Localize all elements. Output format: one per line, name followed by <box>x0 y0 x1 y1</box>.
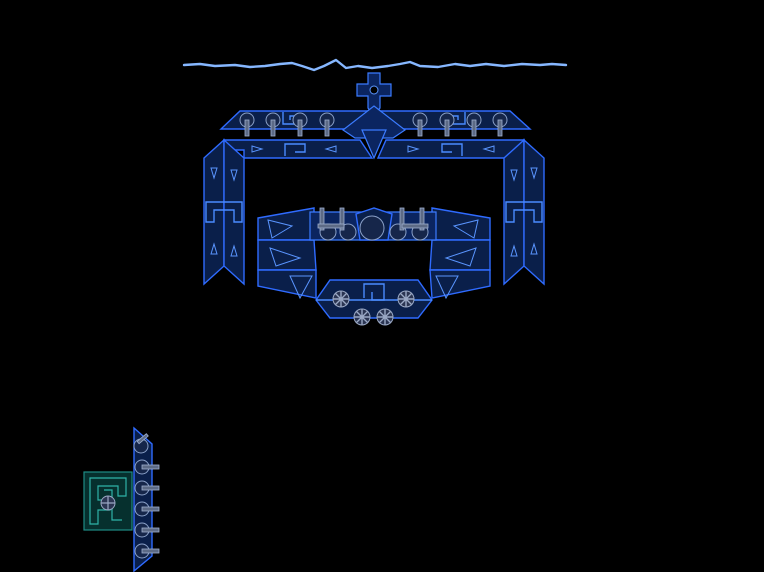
turret-icon <box>134 459 160 475</box>
gears <box>332 290 415 326</box>
left-pillar <box>203 138 245 286</box>
gear-icon <box>353 308 371 326</box>
turret-icon <box>133 433 149 454</box>
player-station[interactable] <box>83 471 133 531</box>
turret-icon <box>439 112 455 137</box>
turret-icon <box>492 112 508 137</box>
right-pillar <box>503 138 545 286</box>
turret-icon <box>239 112 255 137</box>
turret-icon <box>292 112 308 137</box>
turret-icon <box>412 112 428 137</box>
turret-icon <box>134 480 160 496</box>
core-left-wing <box>257 207 317 300</box>
gear-icon <box>376 308 394 326</box>
turret-icon <box>466 112 482 137</box>
turret-icon <box>134 501 160 517</box>
gear-icon <box>397 290 415 308</box>
turret-icon <box>134 522 160 538</box>
top-turrets <box>239 112 508 137</box>
player-wing[interactable] <box>133 426 160 572</box>
turret-icon <box>319 112 335 137</box>
upper-bar <box>223 129 525 160</box>
gear-icon <box>100 495 116 511</box>
turret-icon <box>134 543 160 559</box>
turret-icon <box>265 112 281 137</box>
lightning-beam <box>182 58 568 72</box>
core-right-wing <box>429 207 491 300</box>
gear-icon <box>332 290 350 308</box>
core-turrets <box>317 207 429 241</box>
